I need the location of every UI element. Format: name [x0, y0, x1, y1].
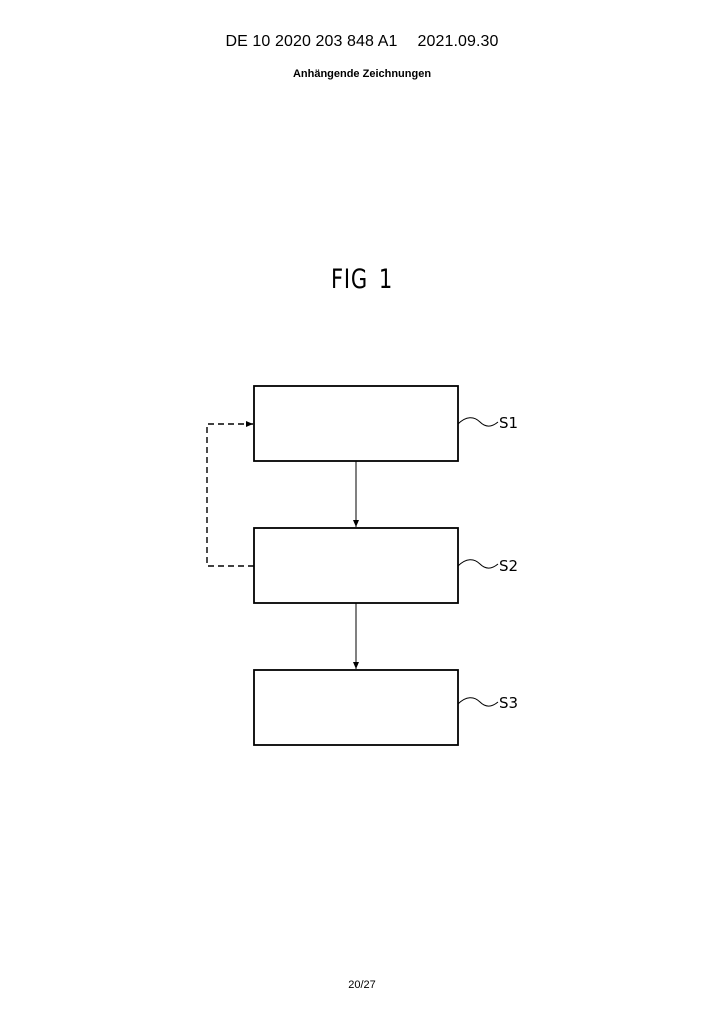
page-number: 20/27	[0, 979, 724, 991]
step-label-s3: S3	[499, 694, 518, 712]
step-box-s2	[254, 528, 458, 603]
step-box-s3	[254, 670, 458, 745]
leader-line-s3	[458, 698, 498, 706]
step-box-s1	[254, 386, 458, 461]
step-label-s1: S1	[499, 414, 518, 432]
leader-line-s2	[458, 560, 498, 568]
step-label-s2: S2	[499, 557, 518, 575]
leader-line-s1	[458, 418, 498, 426]
feedback-loop-s2-to-s1	[207, 424, 254, 566]
